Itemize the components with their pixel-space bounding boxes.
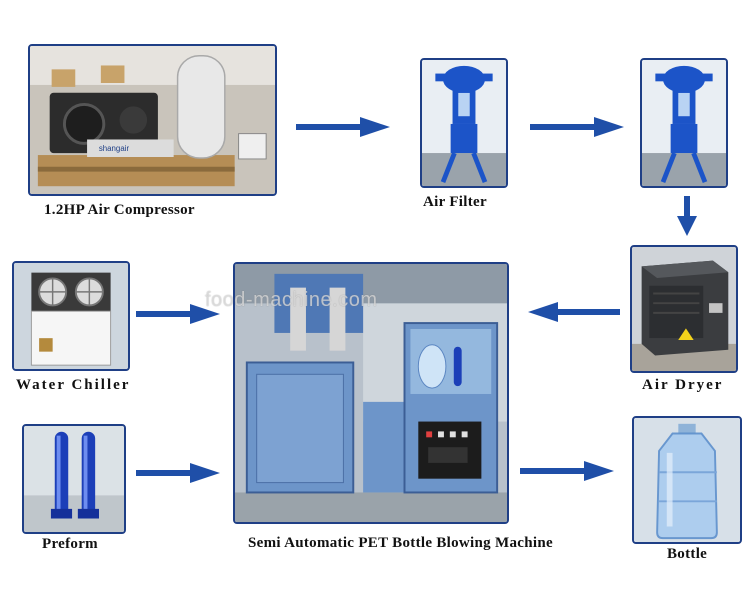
- water-chiller-node: [12, 261, 130, 371]
- air-dryer-photo: [632, 247, 736, 371]
- bottle-node: [632, 416, 742, 544]
- water-chiller-label: Water Chiller: [16, 377, 131, 393]
- air-filter-photo: [422, 60, 506, 186]
- air-dryer-node: [630, 245, 738, 373]
- water-chiller-photo: [14, 263, 128, 369]
- edge-chiller-to-machine: [136, 304, 220, 324]
- watermark-text: food-machine.com: [205, 289, 378, 311]
- air-compressor-node: shangair: [28, 44, 277, 196]
- preform-photo: [24, 426, 124, 532]
- preform-node: [22, 424, 126, 534]
- air-compressor-photo: shangair: [30, 46, 275, 194]
- air-filter-2-node: [640, 58, 728, 188]
- edge-machine-to-bottle: [520, 461, 614, 481]
- edge-dryer-to-machine: [528, 302, 620, 322]
- air-filter-node: [420, 58, 508, 188]
- blowing-machine-node: [233, 262, 509, 524]
- air-filter-label: Air Filter: [423, 194, 487, 210]
- edge-filter-to-dryer: [677, 196, 697, 236]
- bottle-photo: [634, 418, 740, 542]
- edge-compressor-to-filter: [296, 117, 390, 137]
- preform-label: Preform: [42, 536, 98, 552]
- air-filter-2-photo: [642, 60, 726, 186]
- blowing-machine-photo: [235, 264, 507, 522]
- air-compressor-label: 1.2HP Air Compressor: [44, 202, 195, 218]
- edge-filter-to-filter: [530, 117, 624, 137]
- blowing-machine-label: Semi Automatic PET Bottle Blowing Machin…: [248, 535, 553, 551]
- edge-preform-to-machine: [136, 463, 220, 483]
- compressor-brand-text: shangair: [99, 144, 130, 153]
- air-dryer-label: Air Dryer: [642, 377, 724, 393]
- bottle-label: Bottle: [667, 546, 708, 562]
